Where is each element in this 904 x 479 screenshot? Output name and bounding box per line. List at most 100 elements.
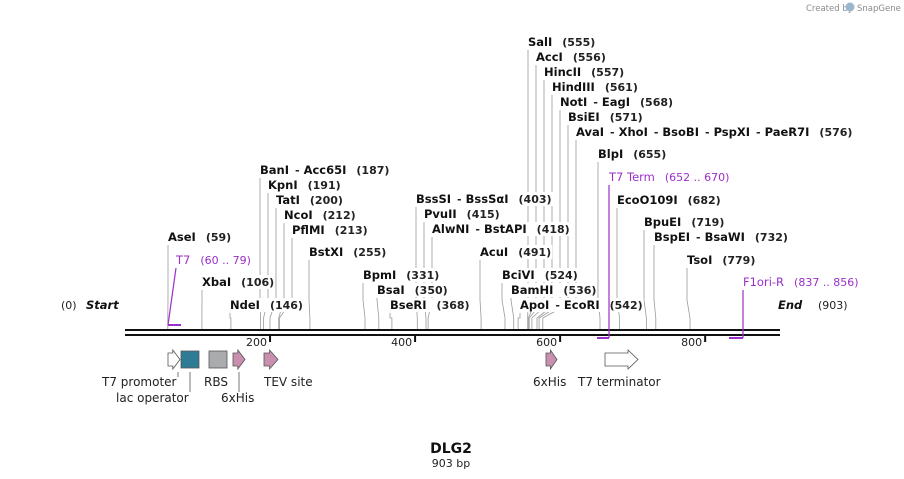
site-position: (106) — [241, 276, 274, 289]
site-separator: - — [696, 231, 701, 244]
restriction-site[interactable]: AlwNI-BstAPI(418) — [431, 222, 571, 236]
site-label-bg — [167, 230, 233, 244]
feature[interactable]: TEV site — [263, 348, 313, 389]
site-connector-line — [643, 230, 647, 329]
site-position: (146) — [270, 299, 303, 312]
restriction-site[interactable]: XbaI(106) — [201, 275, 276, 289]
site-enzyme-name: HincII — [544, 65, 581, 79]
restriction-site[interactable]: NotI-EagI(568) — [559, 95, 675, 109]
site-label-bg — [423, 207, 501, 221]
site-label-bg — [431, 222, 571, 236]
site-enzyme-name: BanI — [260, 163, 289, 177]
site-separator: - — [705, 126, 710, 139]
primer-label-bg — [174, 253, 252, 267]
restriction-site[interactable]: KpnI(191) — [267, 178, 342, 192]
restriction-site[interactable]: BseRI(368) — [389, 298, 471, 312]
restriction-site[interactable]: HindIII(561) — [551, 80, 639, 94]
restriction-site[interactable]: BlpI(655) — [597, 147, 668, 161]
restriction-site[interactable]: ApoI-EcoRI(542) — [519, 298, 644, 312]
restriction-site[interactable]: NdeI(146) — [229, 298, 304, 312]
restriction-site[interactable]: BsaI(350) — [376, 283, 449, 297]
feature-arrow — [604, 349, 639, 370]
site-enzyme-name: BamHI — [511, 283, 553, 297]
restriction-site[interactable]: NcoI(212) — [283, 208, 357, 222]
backbone — [125, 329, 780, 336]
restriction-site[interactable]: AvaI-XhoI-BsoBI-PspXI-PaeR7I(576) — [575, 125, 854, 139]
feature-label: lac operator — [116, 391, 189, 405]
feature[interactable]: T7 promoter — [101, 348, 181, 389]
restriction-site[interactable]: AcuI(491) — [479, 245, 553, 259]
restriction-site[interactable]: PvuII(415) — [423, 207, 501, 221]
feature[interactable]: 6xHis — [221, 348, 254, 405]
restriction-site[interactable]: BpuEI(719) — [643, 215, 726, 229]
site-enzyme-name: PaeR7I — [765, 125, 810, 139]
site-label: BpmI(331) — [363, 268, 439, 282]
site-label-bg — [653, 230, 789, 244]
restriction-site[interactable]: HincII(557) — [543, 65, 626, 79]
site-position: (213) — [335, 224, 368, 237]
restriction-site[interactable]: TatI(200) — [275, 193, 344, 207]
restriction-site[interactable]: BamHI (536) — [510, 283, 598, 297]
primer-range: (837 .. 856) — [794, 276, 859, 289]
primer[interactable]: F1ori-R(837 .. 856) — [729, 275, 860, 339]
primer[interactable]: T7(60 .. 79) — [167, 253, 252, 326]
site-position: (542) — [610, 299, 643, 312]
feature[interactable]: RBS — [204, 350, 228, 389]
restriction-site[interactable]: BstXI (255) — [308, 245, 388, 259]
site-connector-line — [389, 313, 393, 329]
site-enzyme-name: BsaWI — [705, 230, 745, 244]
feature-arrow — [545, 348, 558, 371]
site-label: ApoI-EcoRI(542) — [520, 298, 643, 312]
site-position: (536) — [563, 284, 596, 297]
site-label-bg — [519, 298, 644, 312]
site-enzyme-name: BseRI — [390, 298, 427, 312]
restriction-site[interactable]: BpmI(331) — [362, 268, 441, 282]
restriction-site[interactable]: TsoI(779) — [686, 253, 757, 267]
site-separator: - — [610, 126, 615, 139]
restriction-site[interactable]: BciVI(524) — [501, 268, 579, 282]
site-position: (331) — [406, 269, 439, 282]
site-label-bg — [597, 147, 668, 161]
feature[interactable]: 6xHis — [533, 348, 566, 389]
restriction-site[interactable]: PflMI(213) — [291, 223, 369, 237]
restriction-site[interactable]: AccI(556) — [535, 50, 607, 64]
site-enzyme-name: SalI — [528, 35, 552, 49]
site-label-bg — [362, 268, 441, 282]
start-position: (0) — [61, 299, 77, 312]
site-position: (719) — [691, 216, 724, 229]
site-connector-line — [517, 313, 521, 329]
restriction-site[interactable]: SalI(555) — [527, 35, 597, 49]
site-enzyme-name: EagI — [602, 95, 630, 109]
site-label-bg — [575, 125, 854, 139]
credit-prefix: Created by — [806, 4, 853, 14]
site-enzyme-name: BciVI — [502, 268, 535, 282]
feature-label: T7 promoter — [101, 375, 177, 389]
feature[interactable]: T7 terminator — [577, 349, 661, 389]
feature-label: RBS — [204, 375, 228, 389]
restriction-site[interactable]: BssSI-BssSαI(403) — [415, 192, 553, 206]
site-position: (255) — [353, 246, 386, 259]
site-enzyme-name: BstXI — [309, 245, 343, 259]
restriction-site[interactable]: BanI-Acc65I(187) — [259, 163, 391, 177]
feature-arrow — [232, 348, 246, 371]
site-label: AccI(556) — [536, 50, 606, 64]
restriction-site[interactable]: AseI(59) — [167, 230, 233, 244]
site-position: (576) — [819, 126, 852, 139]
feature[interactable]: lac operator — [116, 350, 200, 405]
site-label: AseI(59) — [168, 230, 231, 244]
site-enzyme-name: BspEI — [654, 230, 690, 244]
site-connector-line — [308, 260, 311, 329]
restriction-site[interactable]: BsiEI(571) — [567, 110, 644, 124]
primer[interactable]: T7 Term(652 .. 670) — [597, 170, 731, 339]
restriction-site[interactable]: EcoO109I(682) — [616, 193, 722, 207]
site-enzyme-name: NotI — [560, 95, 587, 109]
restriction-site[interactable]: BspEI-BsaWI(732) — [653, 230, 789, 244]
site-labels: SalI(555)AccI(556)HincII(557)HindIII(561… — [167, 35, 854, 312]
site-enzyme-name: AcuI — [480, 245, 508, 259]
site-label: NdeI(146) — [230, 298, 303, 312]
site-label: BpuEI(719) — [644, 215, 724, 229]
site-separator: - — [457, 193, 462, 206]
site-label: BciVI(524) — [502, 268, 578, 282]
site-label: BssSI-BssSαI(403) — [416, 192, 552, 206]
site-label-bg — [308, 245, 388, 259]
